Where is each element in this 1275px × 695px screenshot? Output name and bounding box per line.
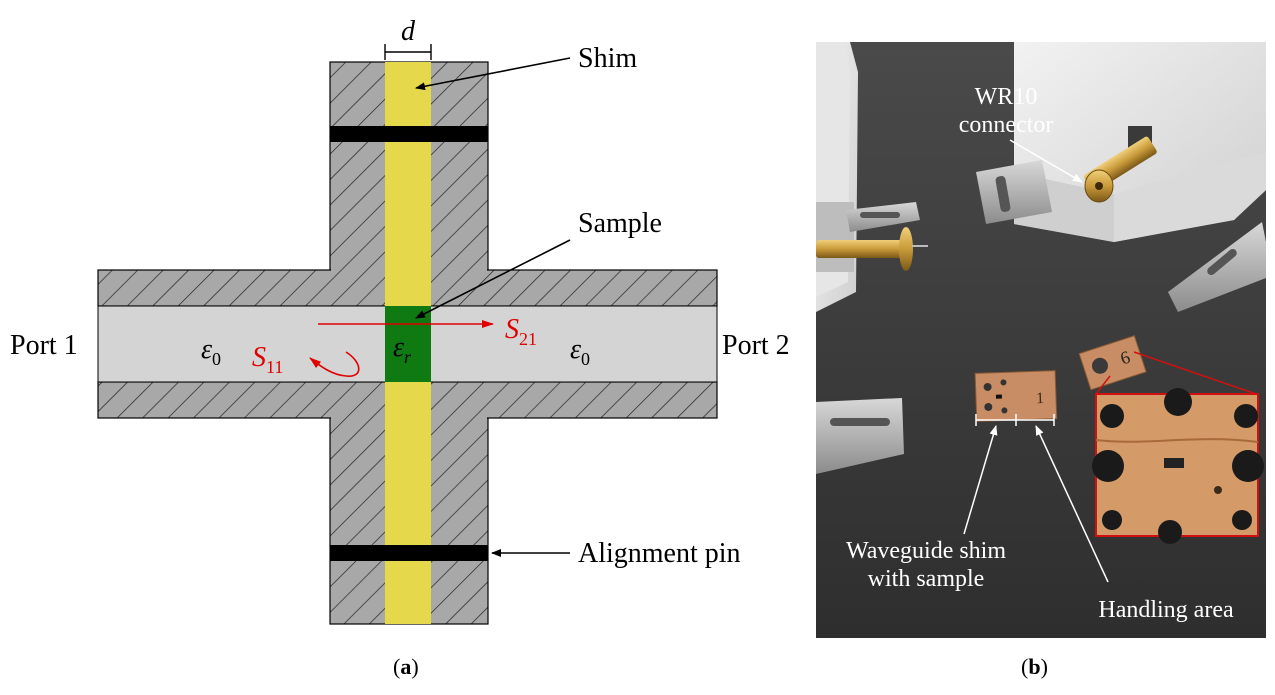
permittivity-sample: εr xyxy=(393,332,412,367)
waveguide-shim-2: 6 xyxy=(1078,335,1147,391)
connector-label-line2: connector xyxy=(959,112,1054,138)
alignment-pin-bottom xyxy=(330,545,488,561)
alignment-pin-label: Alignment pin xyxy=(578,538,741,569)
bottom-left-mount-block xyxy=(816,398,904,474)
schematic-panel: d Shim Sample Alignment pin Port 1 Port … xyxy=(10,16,790,625)
shim-label: Shim xyxy=(578,43,637,74)
port1-label: Port 1 xyxy=(10,330,78,361)
shim-leader-arrow xyxy=(415,57,571,91)
shim-pointer xyxy=(963,425,998,535)
connector-label-line1: WR10 xyxy=(975,84,1038,110)
measurement-setup-photo: 1 6 WR10 connector Waveguide shim with s… xyxy=(816,42,1266,638)
panel-b-caption: (b) xyxy=(1021,654,1048,679)
port2-label: Port 2 xyxy=(722,330,790,361)
sample xyxy=(385,306,431,382)
connector-pointer xyxy=(1009,139,1083,183)
shim-label-line1: Waveguide shim xyxy=(846,538,1006,564)
permittivity-right: ε0 xyxy=(570,334,590,369)
photo-panel: 1 6 WR10 connector Waveguide shim with s… xyxy=(816,42,1266,638)
reflection-arrow xyxy=(309,351,360,377)
shim-width-label: d xyxy=(401,16,416,47)
waveguide-shim-1: 1 xyxy=(974,370,1058,422)
sample-label: Sample xyxy=(578,208,662,239)
waveguide-schematic: d Shim Sample Alignment pin Port 1 Port … xyxy=(10,16,790,625)
left-waveguide xyxy=(816,240,904,258)
inset-zoom xyxy=(1092,388,1264,544)
permittivity-left: ε0 xyxy=(201,334,221,369)
handling-area-label: Handling area xyxy=(1098,597,1234,623)
shim-number-1: 1 xyxy=(1036,390,1045,407)
s21-label: S21 xyxy=(505,314,537,349)
shim-label-line2: with sample xyxy=(868,566,985,592)
s11-label: S11 xyxy=(252,342,283,377)
right-mount-block xyxy=(976,160,1052,224)
panel-a-caption: (a) xyxy=(393,654,419,679)
alignment-pin-top xyxy=(330,126,488,142)
handling-pointer xyxy=(1035,425,1109,583)
sample-leader-arrow xyxy=(415,239,571,319)
